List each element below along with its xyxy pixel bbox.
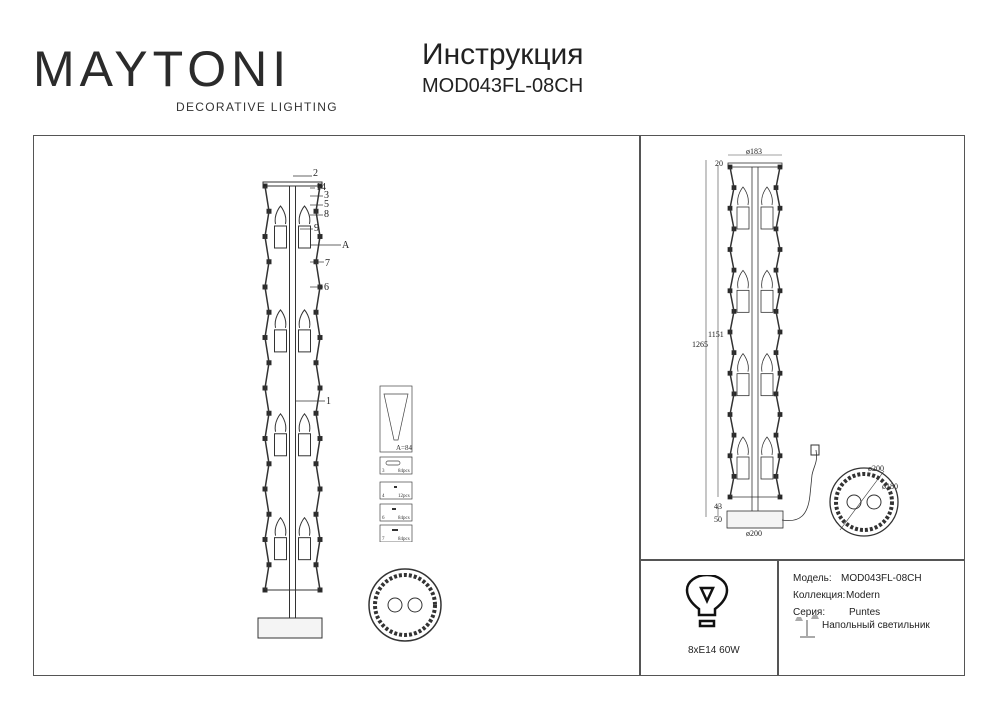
collection-value: Modern bbox=[846, 590, 880, 601]
part-number: 6 bbox=[382, 516, 385, 521]
part-label: 6 bbox=[324, 282, 329, 293]
part-label: 14 bbox=[316, 182, 326, 193]
part-number: 7 bbox=[382, 537, 385, 542]
dim-base-height: 50 bbox=[714, 515, 722, 524]
part-a-label: A=84 bbox=[396, 444, 413, 452]
page-title: Инструкция bbox=[422, 38, 584, 71]
dimension-drawing: ø183 20 1151 1265 43 50 ø200 ø200 ø180 bbox=[692, 147, 899, 538]
part-label: 9 bbox=[314, 223, 319, 234]
product-type: Напольный светильник bbox=[822, 620, 930, 631]
dim-top-diameter: ø183 bbox=[746, 147, 762, 156]
floor-lamp-icon bbox=[795, 615, 819, 638]
assembly-drawing: 2 14 3 5 8 9 A 7 6 1 bbox=[257, 168, 350, 639]
part-label: 5 bbox=[324, 199, 329, 210]
part-qty: 84pcs bbox=[398, 469, 410, 474]
bulb-spec: 8xE14 60W bbox=[688, 645, 740, 656]
dim-inner-height: 1151 bbox=[708, 330, 724, 339]
dim-base-gap: 43 bbox=[714, 502, 722, 511]
dim-plan-inner: ø180 bbox=[882, 482, 898, 491]
part-label: 1 bbox=[326, 396, 331, 407]
part-number: 3 bbox=[382, 469, 385, 474]
drawing-frame bbox=[33, 135, 965, 676]
divider bbox=[640, 559, 965, 561]
collection-label: Коллекция: bbox=[793, 590, 846, 601]
part-label: A bbox=[342, 240, 350, 251]
part-qty: 84pcs bbox=[398, 537, 410, 542]
model-number: MOD043FL-08CH bbox=[422, 75, 584, 97]
part-qty: 84pcs bbox=[398, 516, 410, 521]
part-qty: 12pcs bbox=[398, 494, 410, 499]
divider bbox=[639, 135, 641, 676]
brand-logo: MAYTONI bbox=[33, 41, 292, 97]
part-label: 2 bbox=[313, 168, 318, 179]
brand-tagline: DECORATIVE LIGHTING bbox=[176, 100, 338, 114]
part-number: 4 bbox=[382, 494, 385, 499]
part-label: 3 bbox=[324, 190, 329, 201]
parts-legend: A=84 3 84pcs 4 12pcs 6 84pcs 7 84pcs bbox=[379, 385, 413, 542]
series-label: Серия: bbox=[793, 607, 826, 618]
plan-view bbox=[368, 568, 442, 642]
dim-total-height: 1265 bbox=[692, 340, 708, 349]
series-value: Puntes bbox=[849, 607, 881, 618]
model-value: MOD043FL-08CH bbox=[841, 573, 922, 584]
bulb-icon bbox=[685, 575, 729, 628]
dim-base-diameter: ø200 bbox=[746, 529, 762, 538]
divider bbox=[777, 560, 779, 676]
part-label: 7 bbox=[325, 258, 330, 269]
dim-plan-outer: ø200 bbox=[868, 464, 884, 473]
part-label: 8 bbox=[324, 209, 329, 220]
model-label: Модель: bbox=[793, 573, 832, 584]
dim-top-gap: 20 bbox=[715, 159, 723, 168]
